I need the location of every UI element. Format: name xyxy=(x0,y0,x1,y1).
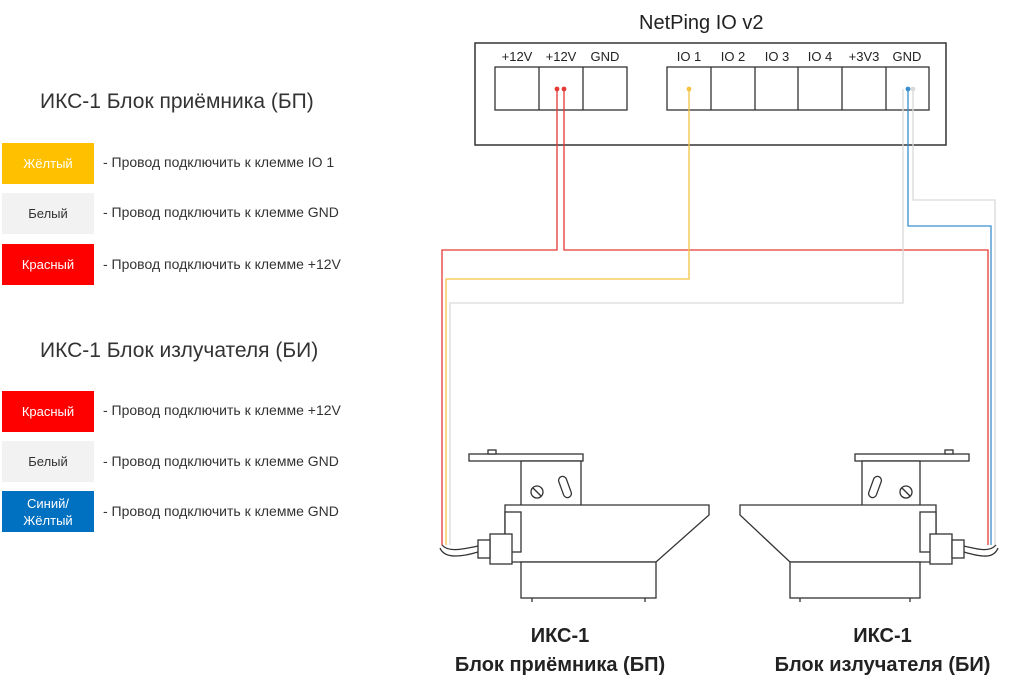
terminal-label: GND xyxy=(591,49,620,64)
caption-line: ИКС-1 xyxy=(530,625,590,647)
wire-red xyxy=(563,89,989,545)
wire-instruction: - Провод подключить к клемме +12V xyxy=(103,256,341,272)
terminal-block-right xyxy=(666,66,930,111)
terminal-label: IO 2 xyxy=(721,49,746,64)
terminal-block-left xyxy=(494,66,628,111)
emitter-caption: ИКС-1 Блок излучателя (БИ) xyxy=(745,622,1020,680)
swatch-red: Красный xyxy=(2,244,94,285)
wire-instruction: - Провод подключить к клемме GND xyxy=(103,204,339,220)
terminal-label: IO 3 xyxy=(765,49,790,64)
terminal-label: IO 4 xyxy=(808,49,833,64)
swatch-red: Красный xyxy=(2,391,94,432)
emitter-unit-drawing xyxy=(739,449,999,602)
wire-yellow xyxy=(445,89,690,545)
receiver-caption: ИКС-1 Блок приёмника (БП) xyxy=(425,622,695,680)
receiver-unit-drawing xyxy=(439,449,710,602)
wire-instruction: - Провод подключить к клемме +12V xyxy=(103,402,341,418)
wire-instruction: - Провод подключить к клемме GND xyxy=(103,503,339,519)
terminal-label: +12V xyxy=(546,49,577,64)
terminal-dot xyxy=(686,86,692,92)
swatch-blue-yellow: Синий/ Жёлтый xyxy=(2,491,94,532)
caption-line: Блок приёмника (БП) xyxy=(454,654,666,676)
wire-white xyxy=(912,89,996,545)
device-title: NetPing IO v2 xyxy=(639,12,764,34)
wires xyxy=(441,89,996,545)
receiver-legend-title: ИКС-1 Блок приёмника (БП) xyxy=(40,90,314,113)
caption-line: ИКС-1 xyxy=(853,625,912,647)
terminal-dot xyxy=(905,86,911,92)
terminal-label: IO 1 xyxy=(677,49,702,64)
swatch-white: Белый xyxy=(2,441,94,482)
swatch-yellow: Жёлтый xyxy=(2,143,94,184)
wire-instruction: - Провод подключить к клемме GND xyxy=(103,453,339,469)
swatch-white: Белый xyxy=(2,193,94,234)
terminal-label: +3V3 xyxy=(849,49,880,64)
swatch-label-line2: Жёлтый xyxy=(23,512,73,528)
terminal-dot xyxy=(554,86,560,92)
wire-red xyxy=(441,89,558,545)
emitter-legend-title: ИКС-1 Блок излучателя (БИ) xyxy=(40,339,319,362)
wire-instruction: - Провод подключить к клемме IO 1 xyxy=(103,154,335,170)
swatch-label-line1: Синий/ xyxy=(27,495,69,511)
terminal-dot xyxy=(910,86,916,92)
wire-blue xyxy=(907,89,992,545)
caption-line: Блок излучателя (БИ) xyxy=(774,654,991,676)
terminal-label: GND xyxy=(893,49,922,64)
wire-white xyxy=(449,89,904,545)
terminal-dot xyxy=(561,86,567,92)
terminal-label: +12V xyxy=(502,49,533,64)
